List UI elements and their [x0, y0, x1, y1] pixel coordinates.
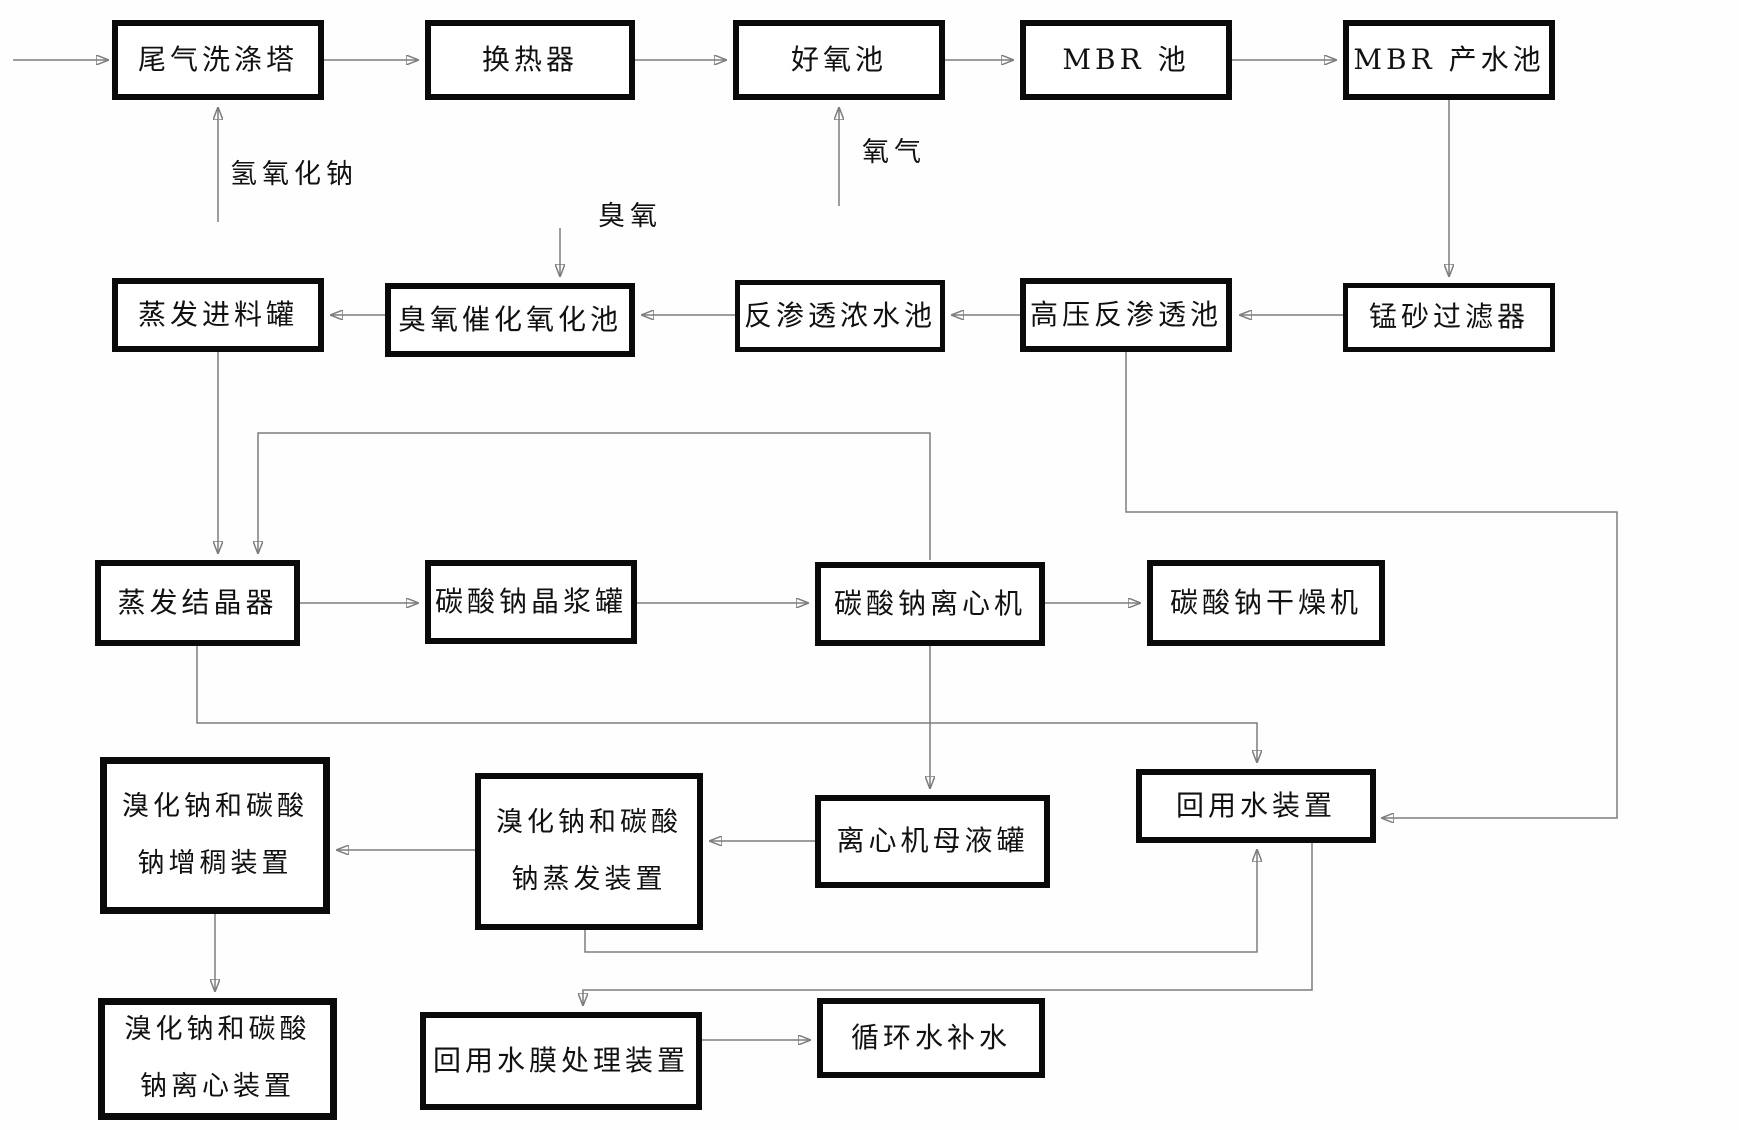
- node-ozone-oxidation-pool: 臭氧催化氧化池: [385, 283, 635, 357]
- node-nabr-thickening-unit: 溴化钠和碳酸 钠增稠装置: [100, 757, 330, 914]
- node-tail-gas-scrubber: 尾气洗涤塔: [112, 20, 324, 100]
- node-reuse-water-unit: 回用水装置: [1136, 769, 1376, 843]
- node-evap-feed-tank: 蒸发进料罐: [112, 278, 324, 352]
- node-nabr-evaporation-unit: 溴化钠和碳酸 钠蒸发装置: [475, 773, 703, 930]
- node-ro-concentrate-pool: 反渗透浓水池: [735, 280, 945, 352]
- label-oxygen: 氧气: [862, 137, 926, 168]
- label-ozone: 臭氧: [598, 201, 662, 232]
- node-soda-slurry-tank: 碳酸钠晶浆罐: [425, 560, 637, 644]
- node-centrifuge-mother-liquor-tank: 离心机母液罐: [815, 795, 1050, 888]
- node-hp-ro-pool: 高压反渗透池: [1020, 278, 1232, 352]
- node-evap-crystallizer: 蒸发结晶器: [95, 560, 300, 646]
- node-aerobic-pool: 好氧池: [733, 20, 945, 100]
- node-nabr-centrifuge-unit: 溴化钠和碳酸 钠离心装置: [98, 998, 337, 1120]
- node-mbr-product-pool: MBR 产水池: [1343, 20, 1555, 100]
- label-sodium-hydroxide: 氢氧化钠: [230, 159, 358, 190]
- node-soda-centrifuge: 碳酸钠离心机: [815, 562, 1045, 646]
- node-manganese-sand-filter: 锰砂过滤器: [1343, 283, 1555, 352]
- node-heat-exchanger: 换热器: [425, 20, 635, 100]
- node-reuse-water-membrane-unit: 回用水膜处理装置: [420, 1012, 702, 1110]
- node-soda-dryer: 碳酸钠干燥机: [1147, 560, 1385, 646]
- node-mbr-pool: MBR 池: [1020, 20, 1232, 100]
- node-circulating-water-makeup: 循环水补水: [817, 998, 1045, 1078]
